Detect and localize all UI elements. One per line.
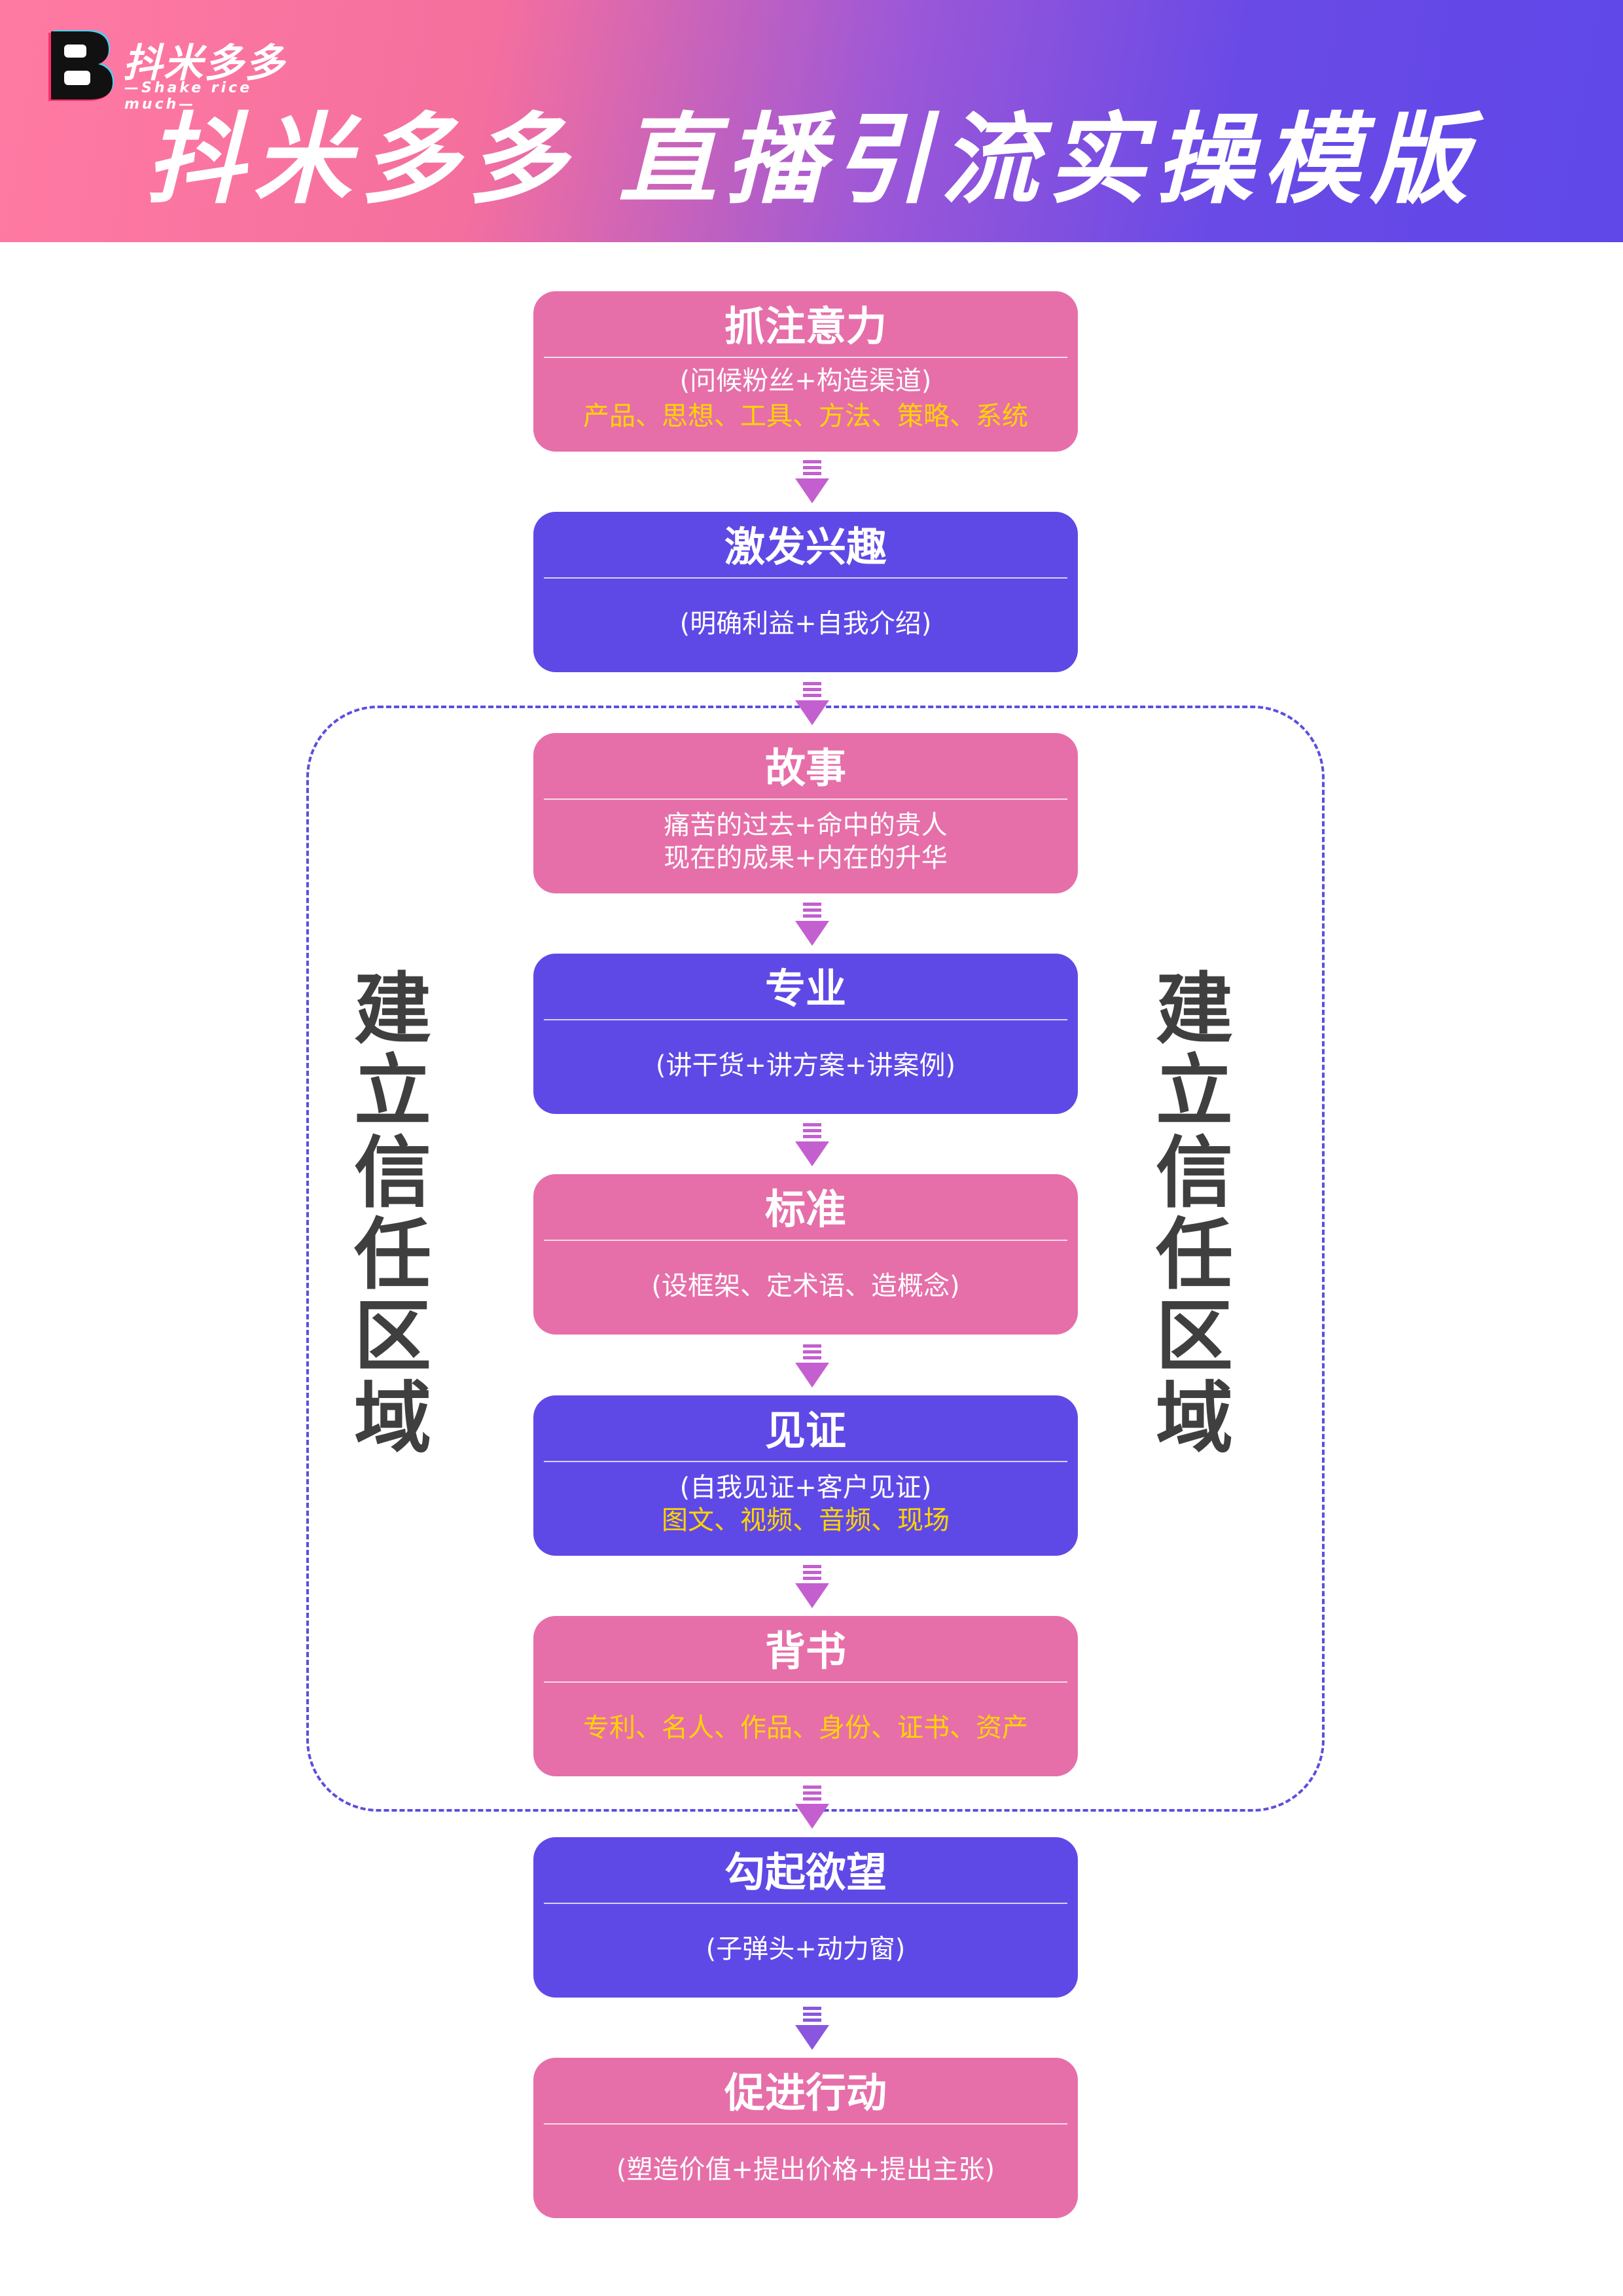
step-subtitle: (塑造价值+提出价格+提出主张) xyxy=(616,2155,995,2185)
step-box-standard: 标准 (设框架、定术语、造概念) xyxy=(533,1174,1078,1335)
step-title: 故事 xyxy=(764,744,846,792)
brand-logo: 抖米多多 —Shake rice much— xyxy=(39,26,314,113)
down-arrow-icon xyxy=(795,1785,829,1829)
zone-label-char: 立 xyxy=(1155,1046,1233,1136)
down-arrow-icon xyxy=(795,1123,829,1166)
step-box-endorsement: 背书 专利、名人、作品、身份、证书、资产 xyxy=(533,1616,1078,1776)
zone-label-char: 建 xyxy=(1155,964,1233,1054)
zone-label-char: 域 xyxy=(1155,1373,1233,1463)
step-title: 见证 xyxy=(764,1407,846,1454)
step-box-professional: 专业 (讲干货+讲方案+讲案例) xyxy=(533,954,1078,1114)
step-title: 抓注意力 xyxy=(724,302,887,350)
down-arrow-icon xyxy=(795,1344,829,1388)
step-title: 背书 xyxy=(764,1627,846,1675)
step-divider xyxy=(544,1903,1067,1904)
step-subtitle: (设框架、定术语、造概念) xyxy=(651,1271,960,1301)
step-divider xyxy=(544,1681,1067,1683)
header-banner: 抖米多多 —Shake rice much— 抖米多多 直播引流实操模版 xyxy=(0,0,1623,242)
zone-label-char: 域 xyxy=(353,1373,431,1463)
logo-b-icon xyxy=(48,30,114,101)
trust-zone-label-left: 建 立 信 任 区 域 xyxy=(340,969,445,1460)
step-subtitle: (明确利益+自我介绍) xyxy=(679,609,932,639)
logo-tagline: —Shake rice much— xyxy=(124,80,253,113)
step-subtitle: (讲干货+讲方案+讲案例) xyxy=(655,1050,956,1081)
down-arrow-icon xyxy=(795,460,829,503)
zone-label-char: 区 xyxy=(1155,1291,1233,1382)
step-highlight: 专利、名人、作品、身份、证书、资产 xyxy=(583,1713,1028,1743)
step-box-desire: 勾起欲望 (子弹头+动力窗) xyxy=(533,1837,1078,1998)
step-divider xyxy=(544,1240,1067,1241)
step-subtitle: 痛苦的过去+命中的贵人 xyxy=(664,810,948,840)
down-arrow-icon xyxy=(795,682,829,725)
zone-label-char: 区 xyxy=(353,1291,431,1382)
zone-label-char: 任 xyxy=(353,1210,431,1300)
step-title: 专业 xyxy=(764,965,846,1013)
zone-label-char: 信 xyxy=(353,1128,431,1218)
step-highlight: 图文、视频、音频、现场 xyxy=(662,1505,950,1535)
zone-label-char: 立 xyxy=(353,1046,431,1136)
page-title: 抖米多多 直播引流实操模版 xyxy=(145,103,1478,217)
step-box-testimony: 见证 (自我见证+客户见证) 图文、视频、音频、现场 xyxy=(533,1395,1078,1556)
step-box-attention: 抓注意力 (问候粉丝+构造渠道) 产品、思想、工具、方法、策略、系统 xyxy=(533,291,1078,452)
step-title: 激发兴趣 xyxy=(724,523,887,571)
step-title: 标准 xyxy=(764,1185,846,1233)
zone-label-char: 信 xyxy=(1155,1128,1233,1218)
logo-name: 抖米多多 xyxy=(123,41,285,86)
step-subtitle-2: 现在的成果+内在的升华 xyxy=(664,843,948,873)
step-subtitle: (自我见证+客户见证) xyxy=(679,1473,932,1503)
step-subtitle: (问候粉丝+构造渠道) xyxy=(679,366,932,396)
step-box-action: 促进行动 (塑造价值+提出价格+提出主张) xyxy=(533,2058,1078,2218)
step-divider xyxy=(544,577,1067,579)
step-title: 勾起欲望 xyxy=(724,1848,887,1896)
step-highlight: 产品、思想、工具、方法、策略、系统 xyxy=(583,401,1028,431)
step-divider xyxy=(544,1019,1067,1020)
trust-zone-label-right: 建 立 信 任 区 域 xyxy=(1142,969,1247,1460)
step-box-story: 故事 痛苦的过去+命中的贵人 现在的成果+内在的升华 xyxy=(533,733,1078,893)
step-divider xyxy=(544,1461,1067,1462)
step-box-interest: 激发兴趣 (明确利益+自我介绍) xyxy=(533,512,1078,672)
step-divider xyxy=(544,798,1067,800)
step-title: 促进行动 xyxy=(724,2069,887,2117)
step-divider xyxy=(544,2123,1067,2125)
down-arrow-icon xyxy=(795,1565,829,1608)
zone-label-char: 建 xyxy=(353,964,431,1054)
down-arrow-icon xyxy=(795,2007,829,2050)
down-arrow-icon xyxy=(795,903,829,946)
step-subtitle: (子弹头+动力窗) xyxy=(705,1934,906,1964)
step-divider xyxy=(544,357,1067,358)
zone-label-char: 任 xyxy=(1155,1210,1233,1300)
